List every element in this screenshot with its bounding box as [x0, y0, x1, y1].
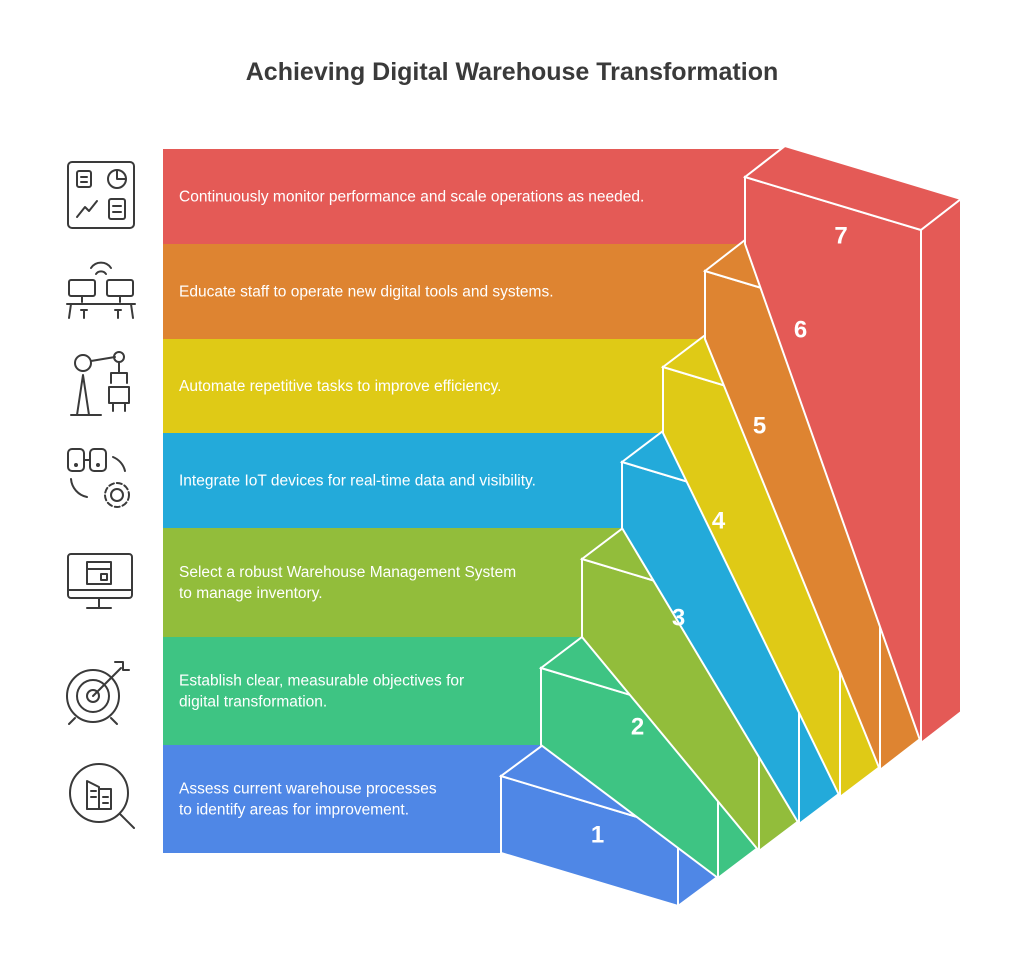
monitor-box-icon	[67, 553, 133, 609]
step-1-text-line: to identify areas for improvement.	[179, 802, 409, 819]
step-5-band	[163, 339, 706, 433]
step-3-number: 3	[672, 605, 685, 632]
step-4-band	[163, 433, 665, 528]
step-labels: 1 Assess current warehouse processes to id…	[179, 189, 848, 849]
step-2-number: 2	[631, 714, 644, 741]
step-7-band	[163, 149, 787, 244]
step-1-band	[163, 745, 545, 853]
step-2-text-line: Establish clear, measurable objectives f…	[179, 673, 464, 690]
step-6-band	[163, 244, 747, 339]
step-7-text-line: Continuously monitor performance and sca…	[179, 189, 644, 206]
dashboard-charts-icon	[67, 161, 135, 229]
step-6-number: 6	[794, 316, 807, 343]
target-arrow-icon	[66, 661, 130, 725]
step-2-band	[163, 637, 584, 745]
step-1-number: 1	[591, 822, 604, 849]
step-4-text-line: Integrate IoT devices for real-time data…	[179, 473, 536, 490]
step-7-block	[742, 144, 964, 746]
step-icons	[66, 161, 136, 829]
step-blocks	[498, 144, 964, 908]
robot-arm-icon	[70, 351, 130, 416]
step-3-text-line: to manage inventory.	[179, 585, 323, 602]
step-5-text-line: Automate repetitive tasks to improve eff…	[179, 378, 502, 395]
step-3-band	[163, 528, 625, 637]
step-4-number: 4	[712, 508, 726, 535]
step-2-text-line: digital transformation.	[179, 694, 327, 711]
workstations-training-icon	[66, 261, 136, 319]
step-1-text-line: Assess current warehouse processes	[179, 781, 437, 798]
step-7-number: 7	[834, 223, 847, 250]
step-3-text-line: Select a robust Warehouse Management Sys…	[179, 564, 516, 581]
diagram-title: Achieving Digital Warehouse Transformati…	[245, 58, 779, 86]
magnifier-building-icon	[69, 763, 135, 829]
step-6-text-line: Educate staff to operate new digital too…	[179, 284, 554, 301]
step-5-number: 5	[753, 413, 766, 440]
step-bands	[163, 149, 787, 853]
iot-devices-gear-icon	[67, 448, 130, 508]
